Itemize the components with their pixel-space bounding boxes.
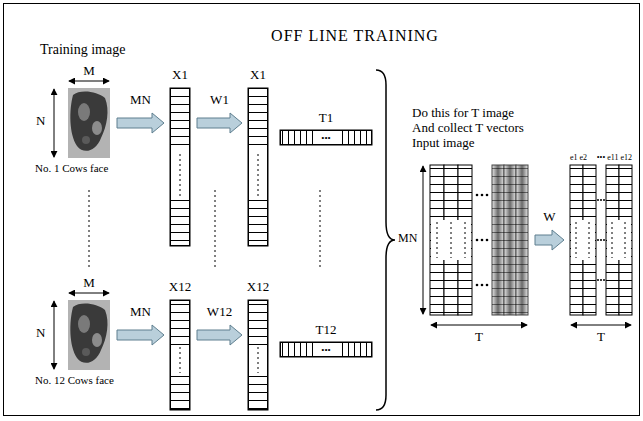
- matrix-gap: [431, 220, 471, 260]
- dimension-label: M: [83, 64, 95, 79]
- cow-face-image: No. 12 Cows face: [68, 300, 110, 370]
- dimension-lines: [54, 81, 631, 369]
- node-heading: e1 e2: [570, 153, 587, 162]
- diagram-title: OFF LINE TRAINING: [271, 27, 439, 45]
- row-vector: [280, 342, 372, 357]
- dimension-line: [571, 325, 631, 326]
- continuation-dots: [89, 190, 320, 268]
- arrow-label: W12: [205, 305, 234, 320]
- cow-face-photo: [68, 88, 110, 158]
- row-vector: [280, 130, 372, 145]
- vector-gap: [171, 345, 189, 375]
- dimension-line: [423, 166, 424, 314]
- arrow-label: MN: [128, 93, 153, 108]
- node-heading: No. 1 Cows face: [35, 162, 108, 175]
- dotted-line: [451, 222, 452, 258]
- row-cells: [281, 131, 316, 144]
- output-matrix-cells: [570, 165, 632, 315]
- curly-brace: [376, 70, 395, 410]
- row-cells: [340, 343, 371, 356]
- node-heading: T1: [319, 111, 333, 126]
- node-heading: X12: [247, 280, 269, 295]
- dimension-line: [54, 301, 55, 369]
- vector-gap: [249, 152, 267, 200]
- vector-cells: [248, 88, 268, 246]
- ellipsis-dots: [597, 199, 605, 281]
- dotted-line: [437, 222, 438, 258]
- dotted-line: [589, 222, 590, 258]
- row-vector: T1•••: [280, 130, 372, 145]
- block-arrow: [117, 325, 164, 345]
- ellipsis-text: •••: [321, 345, 330, 354]
- node-heading: e11 e12: [607, 153, 632, 162]
- node-heading: T12: [316, 323, 337, 338]
- dimension-label: T: [597, 330, 605, 345]
- dimension-line: [431, 325, 527, 326]
- node-heading: X1: [172, 68, 188, 83]
- dotted-line: [180, 154, 181, 198]
- vector-column: X12: [248, 300, 268, 410]
- cow-face-photo: [68, 300, 110, 370]
- dotted-line: [258, 347, 259, 373]
- vector-column: X1: [170, 88, 190, 246]
- arrow-label: W: [541, 210, 557, 225]
- dotted-line: [180, 347, 181, 373]
- block-arrow: [535, 230, 564, 250]
- vector-gap: [249, 345, 267, 375]
- dotted-line: [465, 222, 466, 258]
- dotted-line: [215, 190, 216, 268]
- input-matrix: Do this for T image And collect T vector…: [430, 165, 528, 315]
- vector-column: X1: [248, 88, 268, 246]
- eigenvector-matrix: e1 e2•••e11 e12: [570, 165, 632, 315]
- dotted-line: [258, 154, 259, 198]
- matrix-gap: [607, 220, 631, 260]
- node-heading: Do this for T image And collect T vector…: [412, 106, 537, 151]
- dotted-line: [320, 190, 321, 268]
- node-heading: X12: [169, 280, 191, 295]
- row-cells: [340, 131, 371, 144]
- block-arrow: [197, 113, 242, 133]
- vector-cells: [170, 88, 268, 410]
- arrow-label: W1: [208, 93, 231, 108]
- dotted-line: [612, 222, 613, 258]
- matrix-gap: [571, 220, 595, 260]
- row-vector: T12•••: [280, 342, 372, 357]
- dimension-label: N: [36, 114, 45, 129]
- dimension-label: MN: [398, 232, 417, 246]
- ellipsis-dots: [476, 194, 489, 287]
- dimension-line: [54, 89, 55, 157]
- vector-cells: [248, 300, 268, 410]
- vector-cells: [170, 88, 190, 246]
- dimension-label: N: [36, 326, 45, 341]
- row-cells: [281, 343, 316, 356]
- dotted-line: [576, 222, 577, 258]
- ellipsis-text: •••: [321, 133, 330, 142]
- cow-face-image: No. 1 Cows face: [68, 88, 110, 158]
- vector-cells: [170, 300, 190, 410]
- arrow-label: MN: [128, 305, 153, 320]
- node-heading: No. 12 Cows face: [35, 374, 114, 387]
- dimension-line: [69, 81, 109, 82]
- node-heading: X1: [250, 68, 266, 83]
- node-heading: •••: [597, 153, 605, 162]
- vector-column: X12: [170, 300, 190, 410]
- input-matrix-cells: [430, 165, 528, 315]
- dimension-label: M: [83, 276, 95, 291]
- dotted-line: [625, 222, 626, 258]
- block-arrow: [197, 325, 242, 345]
- vector-gap: [171, 152, 189, 200]
- frame: [4, 4, 640, 416]
- block-arrow: [117, 113, 164, 133]
- section-label: Training image: [40, 42, 125, 58]
- dotted-line: [89, 190, 90, 268]
- dimension-line: [69, 293, 109, 294]
- image-column-cells: [492, 165, 528, 315]
- dimension-label: T: [475, 330, 483, 345]
- row-vector-cells: [280, 130, 372, 357]
